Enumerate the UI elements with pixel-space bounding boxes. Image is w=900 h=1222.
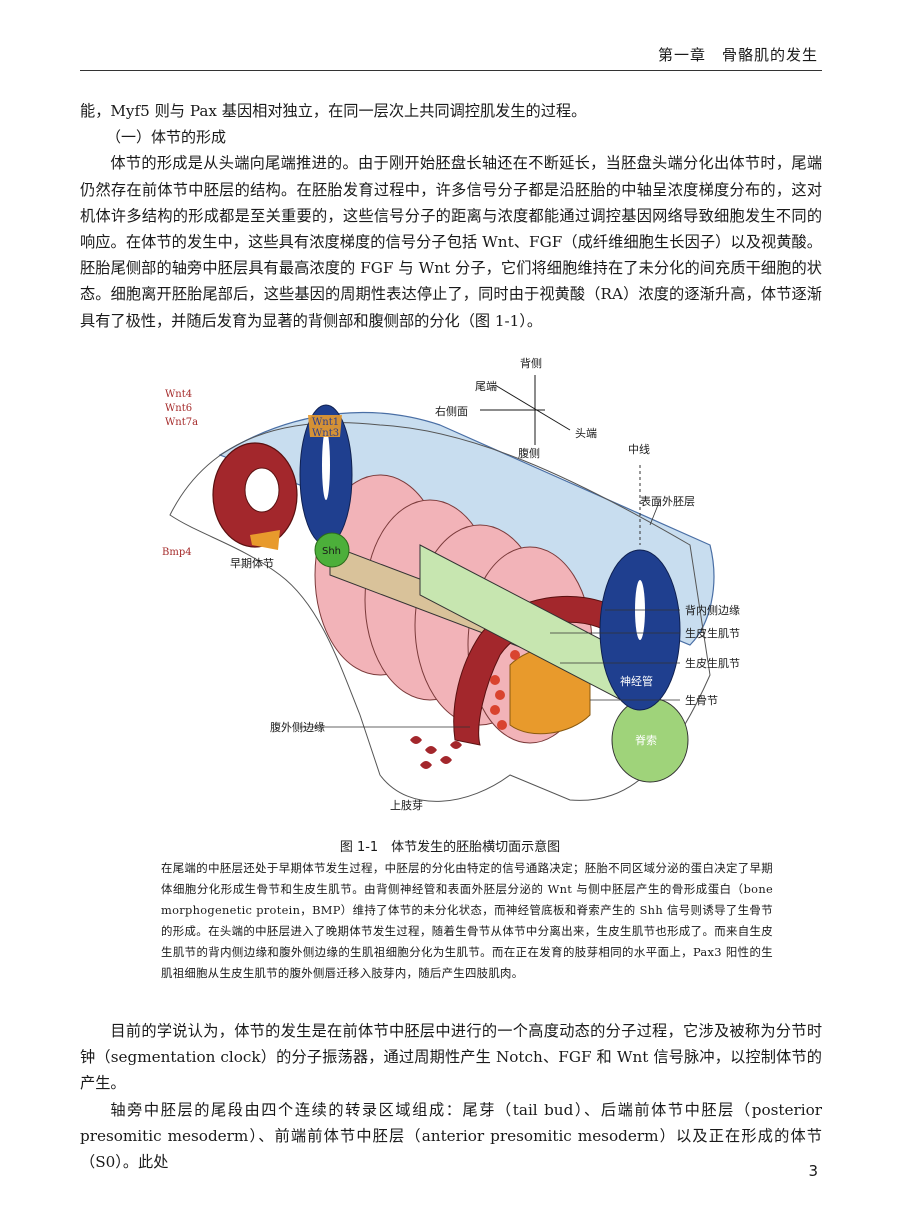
paragraph-3: 轴旁中胚层的尾段由四个连续的转录区域组成：尾芽（tail bud）、后端前体节中… [80,1100,822,1172]
label-ventral: 腹侧 [518,446,540,460]
label-bmp4: Bmp4 [162,547,192,558]
running-head: 第一章 骨骼肌的发生 [657,46,818,64]
label-shh: Shh [322,546,341,557]
label-wnt6: Wnt6 [165,403,192,414]
figure-note: 在尾端的中胚层还处于早期体节发生过程，中胚层的分化由特定的信号通路决定；胚胎不同… [161,861,773,980]
somite-diagram: 背侧 尾端 右侧面 头端 腹侧 中线 表面外胚层 背内侧边缘 生皮生肌节 生皮生… [162,356,740,812]
figure-caption: 图 1-1 体节发生的胚胎横切面示意图 [339,840,561,855]
label-surface-ectoderm: 表面外胚层 [640,494,695,508]
limb-bud-cells [410,736,462,769]
label-right-side: 右侧面 [435,404,468,418]
label-limb-bud: 上肢芽 [390,798,423,812]
intro-paragraph: 能，Myf5 则与 Pax 基因相对独立，在同一层次上共同调控肌发生的过程。 [80,102,587,120]
label-wnt7a: Wnt7a [165,417,198,428]
label-caudal: 尾端 [475,380,497,393]
body-text-bottom: 目前的学说认为，体节的发生是在前体节中胚层中进行的一个高度动态的分子过程，它涉及… [80,1018,822,1175]
label-wnt1: Wnt1 [312,417,339,428]
embryo-outline [169,422,711,802]
body-text-top: 能，Myf5 则与 Pax 基因相对独立，在同一层次上共同调控肌发生的过程。 （… [80,98,822,334]
section-heading: （一）体节的形成 [106,128,227,147]
header-rule [80,70,822,71]
early-somite-orange [250,530,280,550]
figure-somite-diagram: 背侧 尾端 右侧面 头端 腹侧 中线 表面外胚层 背内侧边缘 生皮生肌节 生皮生… [150,345,790,835]
label-wnt4: Wnt4 [165,389,192,400]
label-dermomyotome: 生皮生肌节 [685,626,740,640]
label-neural-tube: 神经管 [620,674,653,688]
early-somite-hole [244,467,280,513]
label-wnt3: Wnt3 [312,428,339,439]
label-early-somite: 早期体节 [230,556,274,570]
label-sclerotome: 生骨节 [685,693,718,707]
label-dermomyotome-2: 生皮生肌节 [685,656,740,670]
label-ventrolateral-lip: 腹外侧边缘 [270,720,325,734]
paragraph-1: 体节的形成是从头端向尾端推进的。由于刚开始胚盘长轴还在不断延长，当胚盘头端分化出… [80,154,822,330]
paragraph-2: 目前的学说认为，体节的发生是在前体节中胚层中进行的一个高度动态的分子过程，它涉及… [80,1022,822,1093]
shh-circle [314,532,350,568]
page-number: 3 [808,1162,818,1180]
early-neural-lumen [322,430,330,500]
orientation-axes [480,375,571,445]
leader-lines [300,499,680,728]
label-cranial: 头端 [575,427,597,440]
label-notochord: 脊索 [635,733,657,747]
label-dorsomedial-lip: 背内侧边缘 [685,603,740,617]
wnt-highlight [308,415,342,437]
label-midline: 中线 [628,442,650,456]
label-dorsal: 背侧 [520,356,542,370]
